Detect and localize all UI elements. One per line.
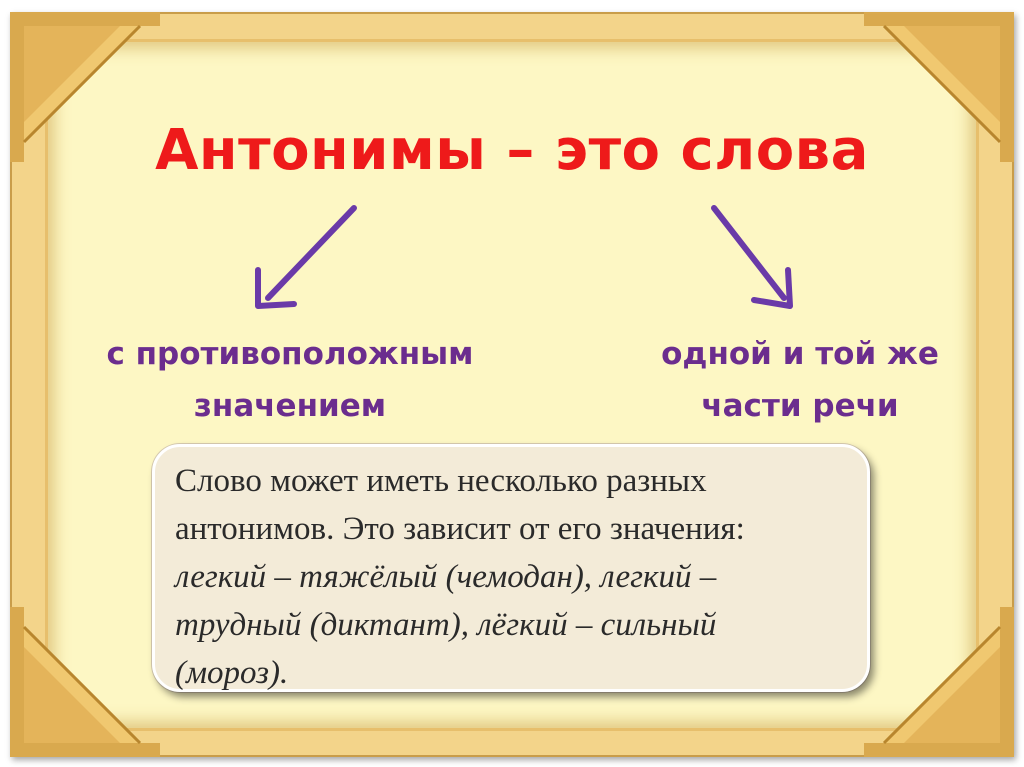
- frame-corner-ornament: [864, 607, 1014, 757]
- branch-right: одной и той же части речи: [600, 328, 1000, 432]
- frame-corner-ornament: [864, 12, 1014, 162]
- branch-left: с противоположным значением: [60, 328, 520, 432]
- note-example-1: легкий – тяжёлый (чемодан), легкий –: [175, 559, 717, 595]
- frame-corner-ornament: [10, 607, 160, 757]
- slide-title: Антонимы – это слова: [155, 118, 869, 183]
- note-line-2: антонимов. Это зависит от его значения:: [175, 511, 745, 547]
- branch-right-line1: одной и той же: [661, 336, 939, 372]
- note-example-3: (мороз).: [175, 655, 289, 691]
- branch-right-line2: части речи: [701, 388, 899, 424]
- note-line-1: Слово может иметь несколько разных: [175, 463, 707, 499]
- note-example-2: трудный (диктант), лёгкий – сильный: [175, 607, 717, 643]
- branch-left-line2: значением: [193, 388, 387, 424]
- note-box: Слово может иметь несколько разных антон…: [152, 444, 870, 692]
- branch-left-line1: с противоположным: [106, 336, 474, 372]
- frame-corner-ornament: [10, 12, 160, 162]
